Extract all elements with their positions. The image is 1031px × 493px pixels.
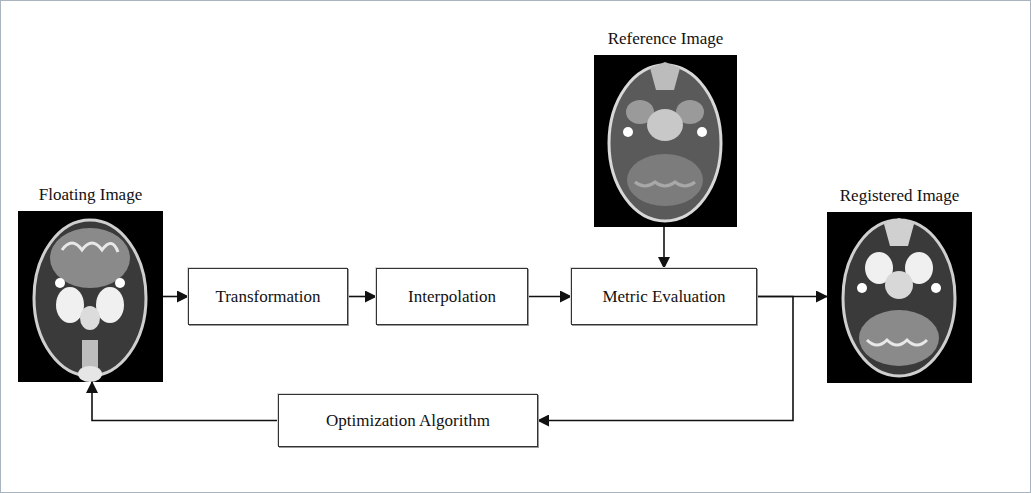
box-label: Metric Evaluation [602,287,725,307]
reference-image: Reference Image [594,55,737,227]
image-heading: Floating Image [39,185,142,205]
process-box: Metric Evaluation [571,268,757,325]
box-label: Interpolation [408,287,496,307]
mri-registered [827,212,972,383]
mri-reference [594,55,737,227]
mri-floating [18,211,163,382]
process-box: Interpolation [376,268,528,325]
image-heading: Reference Image [608,29,724,49]
process-box: Optimization Algorithm [278,394,538,447]
flow-arrow [348,296,376,298]
registered-image: Registered Image [827,212,972,383]
flow-arrow [528,296,571,298]
box-label: Optimization Algorithm [326,411,490,431]
floating-image: Floating Image [18,211,163,382]
process-box: Transformation [188,268,348,325]
flow-arrow [92,382,278,421]
image-heading: Registered Image [840,186,959,206]
box-label: Transformation [215,287,320,307]
flow-arrow [163,296,188,298]
flow-arrow [663,227,665,268]
